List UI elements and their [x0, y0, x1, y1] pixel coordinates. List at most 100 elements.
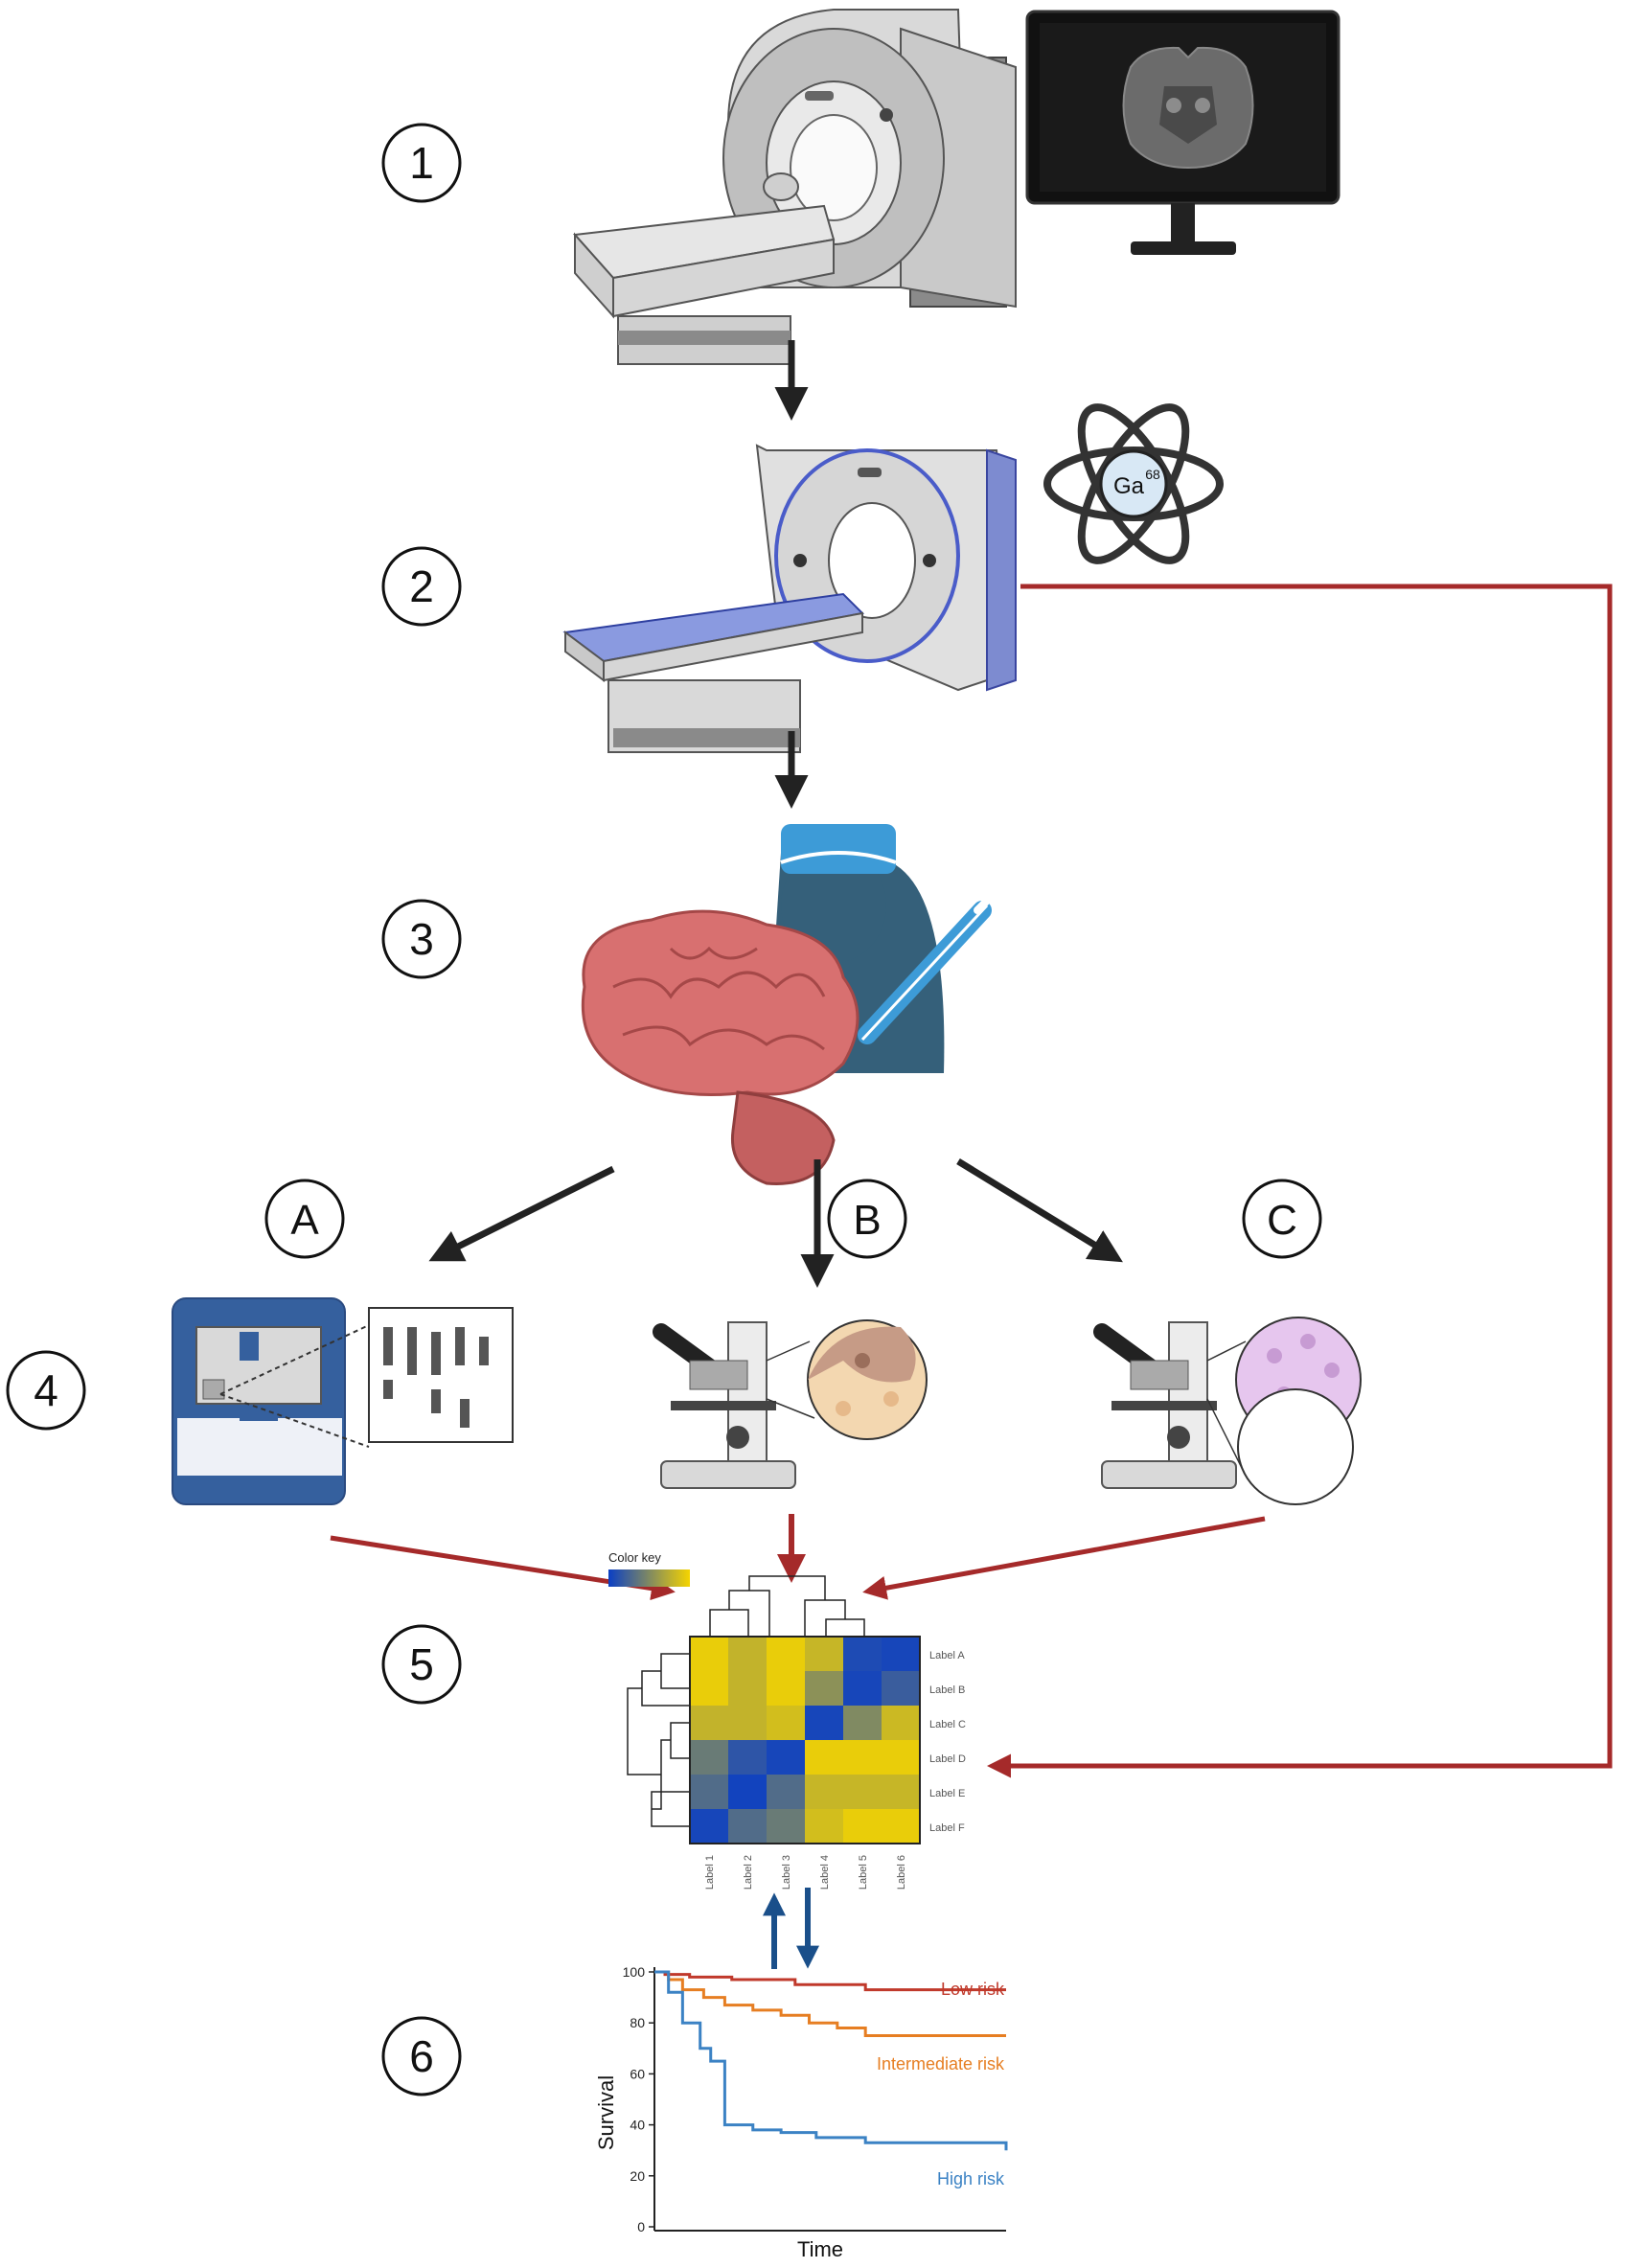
step-2-label: 2 [409, 561, 434, 611]
microscope-c-icon [1093, 1317, 1362, 1505]
heatmap-cell [690, 1671, 728, 1706]
arrow-to-branch-a [428, 1165, 615, 1262]
survival-series-label: High risk [937, 2169, 1005, 2188]
heatmap-cell [843, 1809, 882, 1844]
row-dendrogram [627, 1653, 690, 1827]
survival-curve [654, 1970, 1008, 2151]
survival-y-tick-label: 40 [630, 2118, 645, 2133]
heatmap-col-labels: Label 1 Label 2 Label 3 Label 4 Label 5 Label… [704, 1855, 907, 1890]
heatmap-cell [728, 1637, 767, 1671]
arrow-to-branch-c [956, 1158, 1123, 1263]
gallium-68-atom-icon: Ga 68 [1043, 403, 1224, 564]
heatmap-row-label: Label C [929, 1719, 966, 1730]
survival-series-label: Low risk [941, 1980, 1005, 1999]
branch-b-label: B [853, 1197, 881, 1244]
step-2-marker: 2 [381, 546, 462, 627]
step-1-label: 1 [409, 138, 434, 188]
survival-axes [653, 1967, 1006, 2232]
branch-c-marker: C [1242, 1179, 1322, 1259]
heatmap-cell [805, 1809, 843, 1844]
heatmap-row-label: Label E [929, 1788, 965, 1799]
heatmap-col-label: Label 5 [858, 1855, 869, 1890]
step-6-label: 6 [409, 2031, 434, 2081]
heatmap-row-label: Label A [929, 1650, 965, 1661]
heatmap-cell [690, 1740, 728, 1775]
survival-curve [654, 1970, 1006, 1992]
survival-y-tick-label: 100 [623, 1964, 646, 1980]
heatmap-cell [843, 1637, 882, 1671]
heatmap-cell [767, 1671, 805, 1706]
microscope-b-icon [653, 1319, 928, 1489]
pet-scanner-icon [562, 444, 1018, 753]
survival-y-tick-label: 60 [630, 2066, 645, 2081]
survival-y-tick-label: 80 [630, 2015, 645, 2030]
survival-y-tick-label: 0 [637, 2219, 645, 2234]
survival-y-tick-label: 20 [630, 2168, 645, 2184]
heatmap-cell [690, 1775, 728, 1809]
branch-a-label: A [290, 1197, 319, 1244]
column-dendrogram [709, 1575, 865, 1637]
survival-series-label: Intermediate risk [877, 2054, 1005, 2073]
step-5-marker: 5 [381, 1624, 462, 1705]
heatmap-cell [882, 1775, 920, 1809]
brain-icon [581, 909, 859, 1185]
branch-a-marker: A [264, 1179, 345, 1259]
heatmap-col-label: Label 2 [743, 1855, 754, 1890]
survival-y-ticks: 0 20 40 60 80 100 [623, 1964, 654, 2234]
sequencer-icon [172, 1297, 514, 1505]
step-1-marker: 1 [381, 123, 462, 203]
heatmap-cell [728, 1706, 767, 1740]
heatmap-cell [728, 1671, 767, 1706]
survival-series [654, 1970, 1008, 2151]
feedback-arrows [763, 1888, 819, 1969]
heatmap-cell [843, 1775, 882, 1809]
heatmap-cell [882, 1637, 920, 1671]
brain-scan-icon [1122, 46, 1254, 170]
heatmap-cell [882, 1706, 920, 1740]
branch-b-marker: B [827, 1179, 907, 1259]
step-4-label: 4 [34, 1365, 58, 1415]
survival-curve [654, 1970, 1006, 2037]
heatmap-cell [767, 1706, 805, 1740]
heatmap-cell [690, 1637, 728, 1671]
heatmap-cell [690, 1809, 728, 1844]
heatmap-cell [767, 1637, 805, 1671]
pet-isotope-label: 68 [1145, 467, 1160, 482]
heatmap-row-label: Label F [929, 1822, 965, 1834]
heatmap-col-label: Label 3 [781, 1855, 792, 1890]
heatmap-cell [805, 1706, 843, 1740]
monitor-icon [1025, 10, 1341, 255]
step-3-marker: 3 [381, 899, 462, 979]
color-key-bar [608, 1569, 690, 1587]
heatmap-row-label: Label B [929, 1684, 965, 1696]
survival-y-axis-label: Survival [594, 2075, 618, 2150]
heatmap-cell [728, 1775, 767, 1809]
branch-c-label: C [1267, 1197, 1297, 1244]
pet-element-label: Ga [1113, 473, 1145, 499]
heatmap-cell [690, 1706, 728, 1740]
heatmap-cell [843, 1671, 882, 1706]
survival-x-axis-label: Time [797, 2237, 843, 2261]
heatmap-row-label: Label D [929, 1753, 966, 1765]
step-5-label: 5 [409, 1639, 434, 1689]
flow-arrows [428, 340, 1123, 1288]
heatmap-row-labels: Label A Label B Label C Label D Label E Label… [929, 1650, 966, 1834]
heatmap-col-label: Label 1 [704, 1855, 716, 1890]
heatmap-col-label: Label 4 [819, 1855, 831, 1890]
heatmap-cell [843, 1706, 882, 1740]
heatmap-cell [767, 1740, 805, 1775]
color-key-label: Color key [608, 1550, 661, 1565]
arrow-c-to-heatmap [862, 1516, 1266, 1600]
heatmap-cell [767, 1809, 805, 1844]
heatmap-cell [843, 1740, 882, 1775]
heatmap-cell [882, 1809, 920, 1844]
heatmap-cell [882, 1740, 920, 1775]
heatmap-col-label: Label 6 [896, 1855, 907, 1890]
heatmap-cell [805, 1671, 843, 1706]
mri-scanner-icon [572, 9, 1017, 365]
step-4-marker: 4 [6, 1350, 86, 1431]
